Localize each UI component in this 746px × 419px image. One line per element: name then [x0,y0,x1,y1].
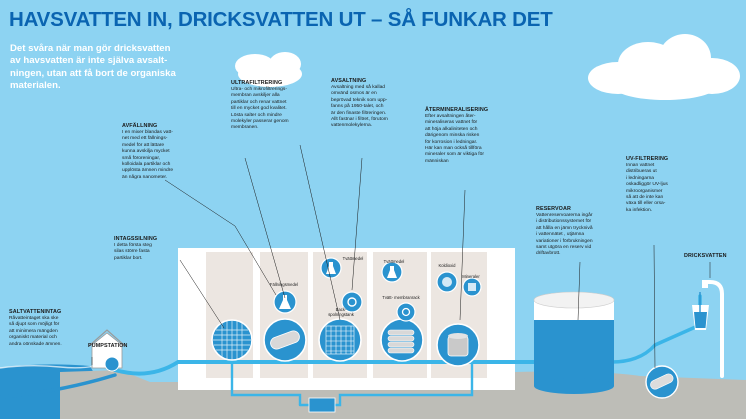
pump-icon [104,356,120,372]
drinking-glass-icon [692,292,709,330]
house-icon [88,329,126,372]
plant-label-tvatt-membranrack: Tvätt- membranrack [382,295,420,300]
label-heading: SALTVATTENINTAG [9,309,62,315]
label-heading: UV-FILTRERING [626,156,669,162]
ground [60,370,178,419]
mineral-tank-icon [462,277,482,297]
flask-icon [381,261,403,283]
label-text: I en mixer blandas vatt- net med ett fäl… [122,130,174,180]
label-intagssilning: INTAGSSILNING I detta första steg silas … [114,236,184,262]
membrane-rack-icon [380,318,424,362]
flask-icon [273,290,297,314]
label-heading: PUMPSTATION [88,343,128,349]
mesh-filter-icon [318,318,362,362]
plant-label-koldioxid: Koldioxid [438,263,456,268]
label-text: Innan vattnet distribueras ut i ledninga… [626,163,668,213]
label-heading: AVFÄLLNING [122,123,158,129]
label-heading: INTAGSSILNING [114,236,158,242]
faucet-icon [702,280,724,378]
label-pumpstation: PUMPSTATION [88,343,128,349]
label-heading: ULTRAFILTRERING [231,80,283,86]
cloud-icon [235,52,302,87]
plant-label-tvattmedel: Tvättmedel [342,256,364,261]
cloud-icon [588,34,740,100]
label-heading: RESERVOAR [536,206,571,212]
leader-lines [91,144,711,369]
mesh-filter-icon [211,319,253,361]
label-ultrafiltrering: ULTRAFILTRERING Ultra- och mikrofiltreri… [231,80,323,132]
mineral-tank-icon [436,323,480,367]
label-uvfiltrering: UV-FILTRERING Innan vattnet distribueras… [626,156,698,214]
membrane-tube-icon [263,318,307,362]
label-reservoar: RESERVOAR Vattenreservoarerna ingår i di… [536,206,628,258]
plant-label-tvattmedel: Tvättmedel [383,259,405,264]
plant-label-mineraler: Mineraler [462,274,480,279]
plant-label-backspolningstank: Back- spolningstank [328,307,354,317]
label-heading: AVSALTNING [331,78,367,84]
label-text: Vattenreservoarerna ingår i distribution… [536,213,593,257]
label-saltvattenintag: SALTVATTENINTAG Råvatteintaget ska ske s… [9,309,99,348]
flask-icon [320,257,342,279]
label-avsaltning: AVSALTNING Avsaltning med så kallad omvä… [331,78,417,130]
label-dricksvatten: DRICKSVATTEN [684,253,727,259]
label-avfallning: AVFÄLLNING I en mixer blandas vatt- net … [122,123,212,181]
page-title: HAVSVATTEN IN, DRICKSVATTEN UT – SÅ FUNK… [9,8,553,31]
sea-surface [0,365,96,369]
plant-label-fallningsmedel: Fällningsmedel [269,282,299,287]
label-text: Efter avsaltningen åter- mineraliseras v… [425,114,484,164]
label-atermineralisering: ÅTERMINERALISERING Efter avsaltningen åt… [425,107,517,165]
uv-lamp-icon [645,365,679,399]
label-text: Ultra- och mikrofiltrerings- membran avs… [231,87,289,131]
gear-icon [396,302,416,322]
mineral-tank-icon [436,271,458,293]
label-text: I detta första steg silas större fasta p… [114,243,152,261]
pipe-manifold [308,397,336,413]
reservoir-tank-icon [533,291,615,394]
label-text: Avsaltning med så kallad omvänd osmos är… [331,85,388,129]
label-heading: DRICKSVATTEN [684,253,727,259]
label-heading: ÅTERMINERALISERING [425,107,489,113]
gear-icon [341,291,363,313]
label-text: Råvatteintaget ska ske så djupt som möjl… [9,316,62,347]
intro-text: Det svåra när man gör dricksvatten av ha… [10,43,176,92]
